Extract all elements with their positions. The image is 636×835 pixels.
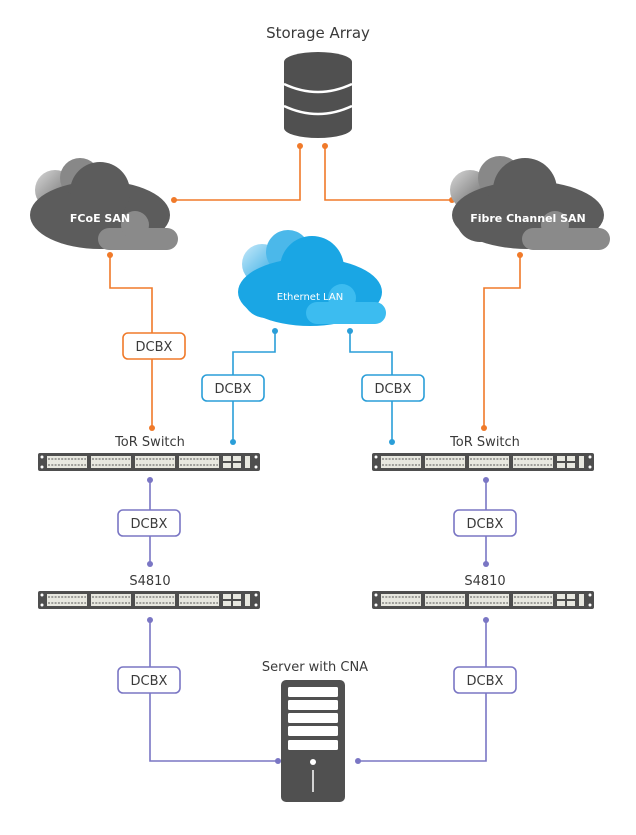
link-fc-tor-right: [483, 255, 521, 428]
dcbx-box: DCBX: [361, 374, 425, 402]
server-label: Server with CNA: [262, 660, 368, 675]
svg-text:DCBX: DCBX: [131, 674, 168, 689]
dcbx-box: DCBX: [117, 509, 181, 537]
fcoe-san-label: FCoE SAN: [70, 212, 130, 225]
tor-switch-left-icon: [37, 452, 261, 472]
storage-array-label: Storage Array: [266, 24, 370, 42]
s4810-left-icon: [37, 590, 261, 610]
svg-text:DCBX: DCBX: [136, 340, 173, 355]
svg-text:DCBX: DCBX: [131, 517, 168, 532]
ethernet-lan-cloud: [238, 230, 386, 326]
fibre-channel-san-cloud: [450, 156, 610, 250]
svg-text:DCBX: DCBX: [375, 382, 412, 397]
dcbx-link-dots: [147, 477, 489, 764]
san-link-dots: [107, 143, 523, 431]
dcbx-box: DCBX: [201, 374, 265, 402]
dcbx-box: DCBX: [453, 666, 517, 694]
dcbx-box: DCBX: [122, 332, 186, 360]
link-storage-fc: [324, 146, 452, 201]
fibre-channel-san-label: Fibre Channel SAN: [470, 212, 586, 225]
s4810-left-label: S4810: [129, 574, 170, 589]
san-links: [109, 146, 521, 428]
svg-text:DCBX: DCBX: [467, 517, 504, 532]
tor-switch-right-label: ToR Switch: [449, 435, 520, 450]
svg-text:DCBX: DCBX: [467, 674, 504, 689]
tor-switch-right-icon: [371, 452, 595, 472]
server-icon: [281, 680, 345, 802]
link-storage-fcoe: [174, 146, 301, 201]
tor-switch-left-label: ToR Switch: [114, 435, 185, 450]
svg-text:DCBX: DCBX: [215, 382, 252, 397]
ethernet-lan-label: Ethernet LAN: [277, 292, 343, 303]
storage-array-icon: [283, 52, 353, 138]
lan-link-dots: [230, 328, 395, 445]
s4810-right-icon: [371, 590, 595, 610]
fcoe-san-cloud: [30, 158, 178, 250]
dcbx-box: DCBX: [117, 666, 181, 694]
dcbx-box: DCBX: [453, 509, 517, 537]
s4810-right-label: S4810: [464, 574, 505, 589]
